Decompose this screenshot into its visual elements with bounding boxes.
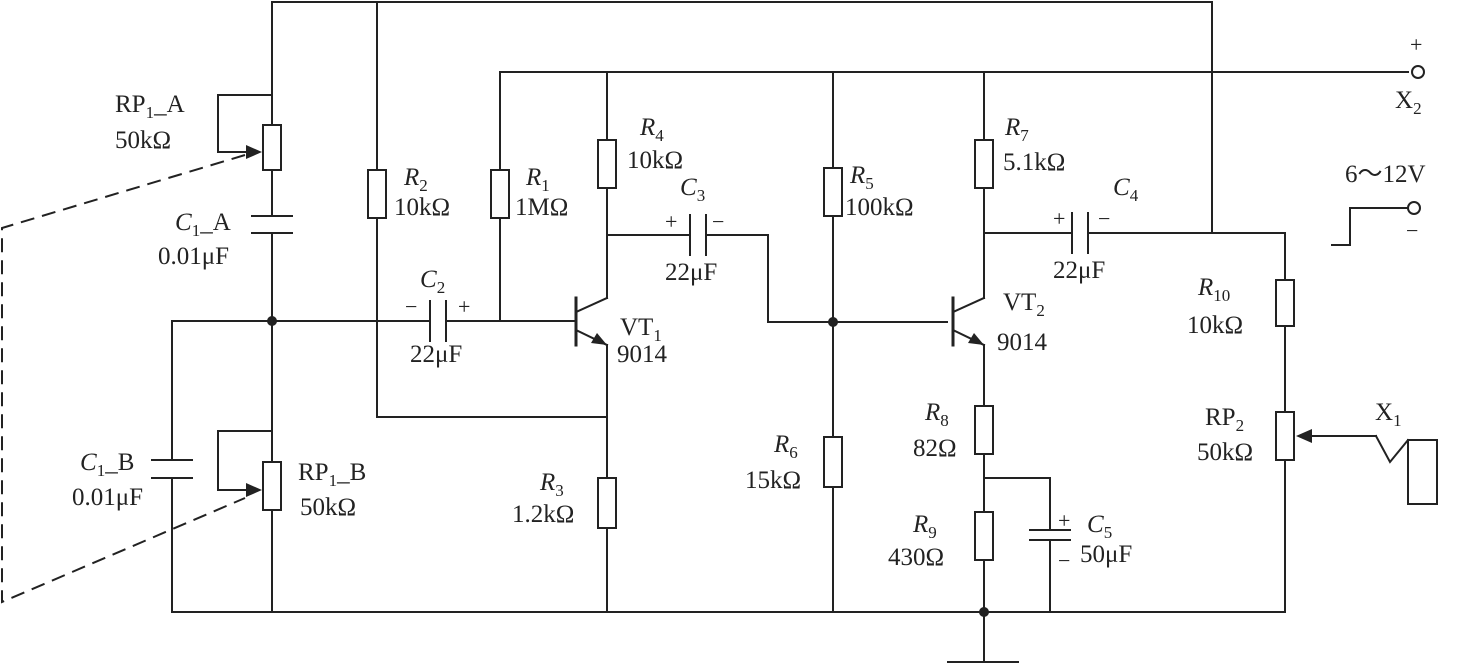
r3-label: R3 (539, 469, 564, 500)
r10-label: R10 (1197, 274, 1230, 305)
c1a-label: C1_A (175, 209, 231, 240)
c3-value: 22μF (665, 259, 717, 286)
c4-label: C4 (1113, 174, 1139, 205)
r1-value: 1MΩ (515, 194, 568, 221)
r4-body (597, 139, 617, 189)
vt1-label: VT1 (620, 314, 662, 345)
x2-polarity: + (1410, 32, 1422, 57)
rp1b-arrow (246, 483, 262, 497)
r6-body (823, 436, 843, 488)
c5-plus: + (1058, 508, 1070, 533)
c3-minus: − (712, 209, 724, 234)
c4-minus: − (1098, 206, 1110, 231)
c2-label: C2 (420, 266, 445, 297)
junctions (267, 316, 989, 617)
c5-label: C5 (1087, 511, 1112, 542)
rp1a-label: RP1_A (115, 91, 185, 122)
supply-voltage: 6～12V (1345, 161, 1426, 188)
c2-minus: − (405, 294, 417, 319)
r6-value: 15kΩ (745, 467, 801, 494)
c4-value: 22μF (1053, 257, 1105, 284)
c1b-value: 0.01μF (72, 484, 143, 511)
r2-value: 10kΩ (394, 194, 450, 221)
supply-terminal[interactable] (1407, 201, 1421, 215)
rp1b-label: RP1_B (298, 459, 366, 490)
rp1a-arrow (246, 145, 262, 159)
r8-body (974, 405, 994, 455)
x2-terminal[interactable] (1411, 65, 1425, 79)
r10-value: 10kΩ (1187, 312, 1243, 339)
r1-label: R1 (525, 164, 550, 195)
c3-label: C3 (680, 174, 705, 205)
r4-label: R4 (639, 114, 664, 145)
wiper-arrows (246, 145, 1312, 497)
c5-value: 50μF (1080, 541, 1132, 568)
c3-plus: + (665, 209, 677, 234)
transistor-vt2 (951, 296, 986, 347)
r2-body (367, 169, 387, 219)
r9-label: R9 (912, 511, 937, 542)
c5-minus: − (1058, 548, 1070, 573)
r9-body (974, 511, 994, 561)
x2-label: X2 (1395, 87, 1422, 118)
rp2-body (1275, 411, 1295, 461)
r3-body (597, 477, 617, 529)
transistor-vt1 (574, 296, 609, 347)
r8-value: 82Ω (913, 435, 957, 462)
r3-value: 1.2kΩ (512, 501, 574, 528)
c1a-value: 0.01μF (158, 243, 229, 270)
vt1-value: 9014 (617, 341, 668, 368)
r7-value: 5.1kΩ (1003, 149, 1065, 176)
c2-plus: + (458, 294, 470, 319)
resistor-bodies (262, 124, 1295, 561)
rp1b-body (262, 461, 282, 511)
gang-link (0, 154, 246, 604)
r5-value: 100kΩ (845, 194, 914, 221)
r5-label: R5 (849, 162, 874, 193)
r10-body (1275, 279, 1295, 327)
r4-value: 10kΩ (627, 147, 683, 174)
rp2-arrow (1296, 429, 1312, 443)
x1-jack[interactable] (1407, 439, 1438, 505)
r5-body (823, 167, 843, 217)
capacitor-plates (151, 212, 1089, 541)
c2-value: 22μF (410, 341, 462, 368)
wires (171, 1, 1411, 663)
vt2-label: VT2 (1003, 289, 1045, 320)
vt2-value: 9014 (997, 329, 1048, 356)
r6-label: R6 (773, 431, 798, 462)
r2-label: R2 (403, 164, 428, 195)
x1-label: X1 (1375, 399, 1402, 430)
c1b-label: C1_B (80, 449, 134, 480)
r9-value: 430Ω (888, 544, 944, 571)
r1-body (490, 169, 510, 219)
rp1b-value: 50kΩ (300, 494, 356, 521)
supply-polarity: − (1406, 218, 1418, 243)
rp2-label: RP2 (1205, 404, 1244, 435)
rp1a-body (262, 124, 282, 171)
r7-body (974, 139, 994, 189)
r8-label: R8 (924, 399, 949, 430)
rp2-value: 50kΩ (1197, 439, 1253, 466)
c4-plus: + (1053, 206, 1065, 231)
rp1a-value: 50kΩ (115, 127, 171, 154)
r7-label: R7 (1004, 114, 1029, 145)
